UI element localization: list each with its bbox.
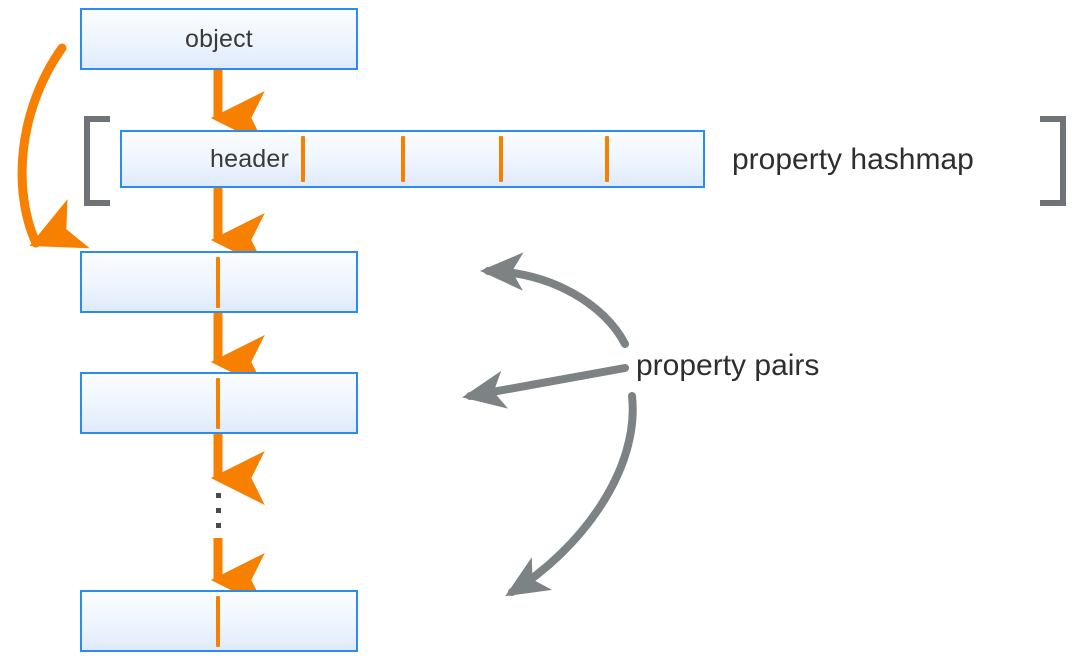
hashmap-left-bracket [84, 116, 110, 206]
orange-curved-arrow-object-to-pair [17, 43, 90, 249]
ellipsis-dot-3 [216, 523, 221, 528]
object-box[interactable]: object [80, 8, 358, 70]
gray-arrow-to-last-pair [505, 392, 637, 597]
property-hashmap-label: property hashmap [732, 143, 974, 176]
hashmap-right-bracket [1040, 116, 1066, 206]
ellipsis-dot-1 [216, 493, 221, 498]
pair-box-2-chain-segment [216, 378, 220, 429]
hashmap-slot-tick-1 [301, 136, 305, 182]
property-hashmap-row[interactable]: header [120, 130, 705, 188]
gray-arrow-to-pair1 [480, 252, 629, 348]
header-label: header [210, 144, 290, 173]
object-box-label: object [185, 24, 253, 53]
hashmap-slot-tick-4 [605, 136, 609, 182]
hashmap-slot-tick-3 [499, 136, 503, 182]
hashmap-slot-tick-2 [401, 136, 405, 182]
pair-box-1-chain-segment [216, 257, 220, 308]
ellipsis-dot-2 [216, 508, 221, 513]
gray-arrow-to-pair2 [462, 364, 629, 409]
pair-box-last-chain-segment [216, 596, 220, 647]
property-pairs-label: property pairs [636, 349, 820, 382]
